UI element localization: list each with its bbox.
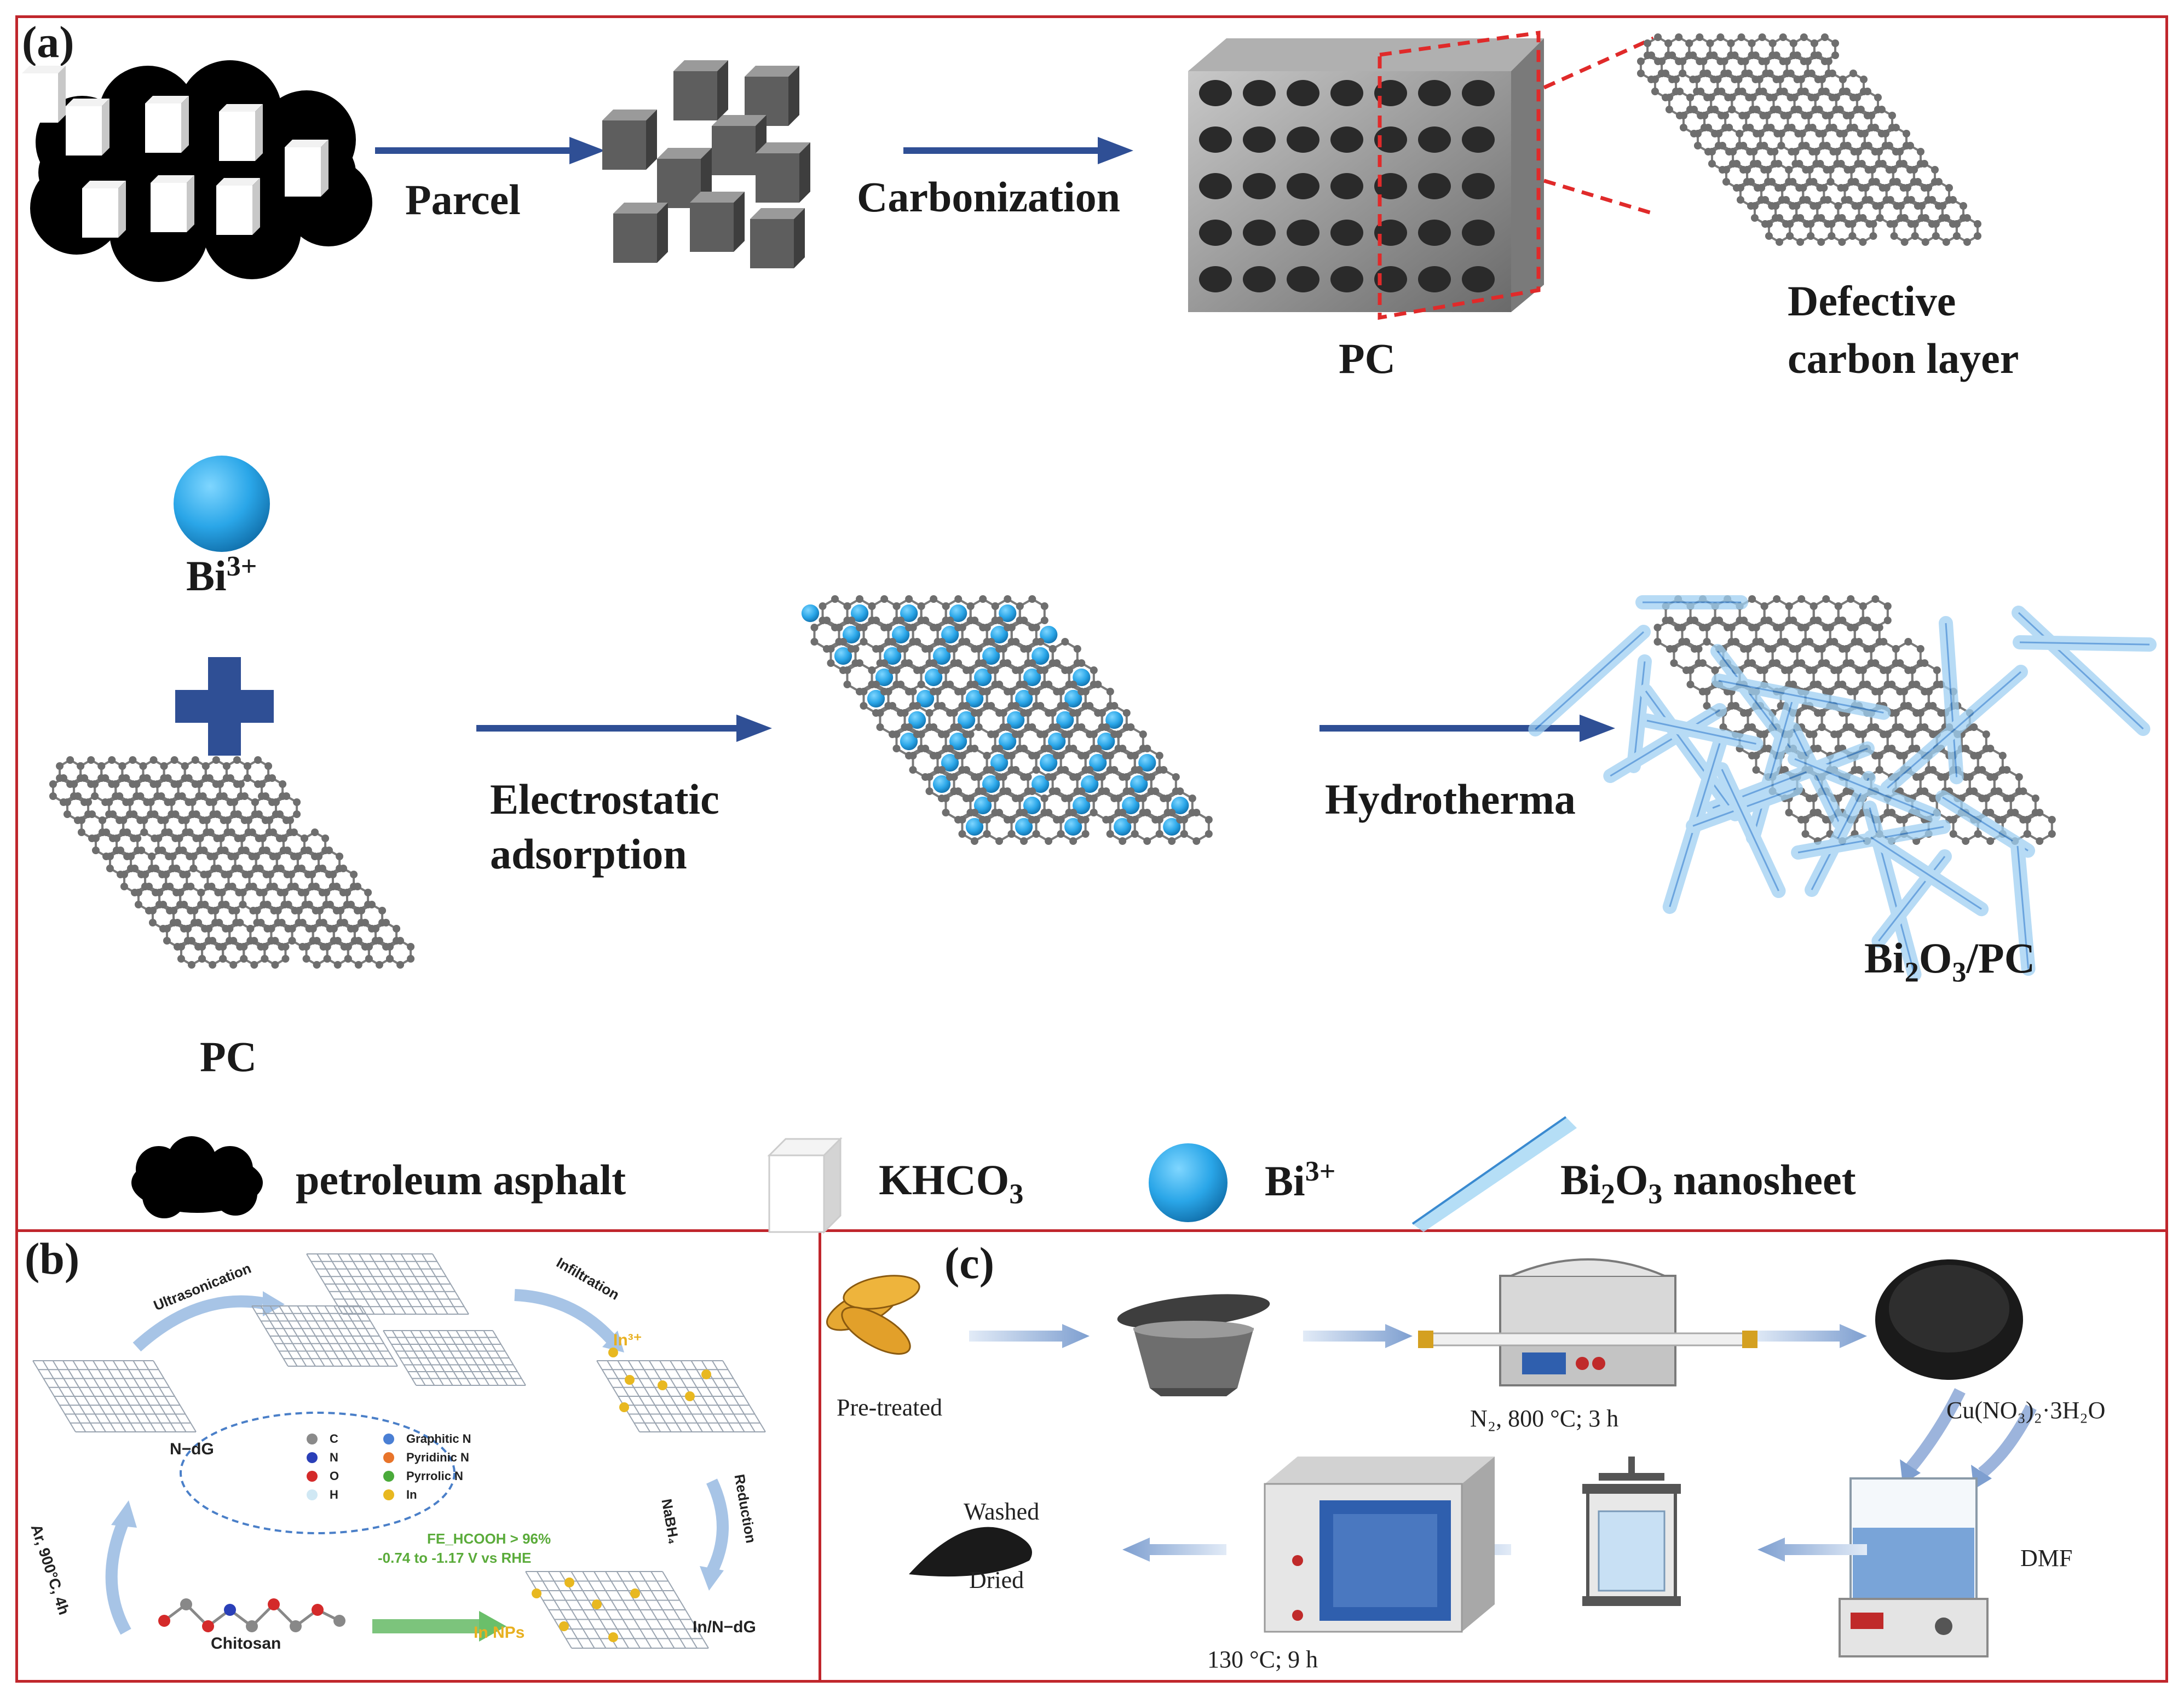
panel-b-graphic (32, 1253, 766, 1649)
oven-condition-label: 130 °C; 9 h (1207, 1646, 1318, 1673)
b-legend-item: Graphitic N (383, 1432, 471, 1446)
hydrotherma-label: Hydrotherma (1325, 775, 1576, 823)
b-legend-item: N (307, 1451, 338, 1465)
ndg-label: N−dG (170, 1440, 214, 1458)
defective-carbon-layer-icon (1636, 33, 1981, 246)
chitosan-label: Chitosan (211, 1634, 281, 1653)
b-legend-dot-icon (307, 1434, 318, 1444)
pc-with-bi-ions-icon (801, 595, 1213, 845)
b-legend-item: H (307, 1488, 338, 1502)
panel-c-graphic (826, 1258, 2037, 1657)
b-legend-dot-icon (307, 1489, 318, 1500)
defective-label-line1: Defective (1788, 277, 1956, 325)
washed-label: Washed (964, 1498, 1040, 1525)
b-legend-item: O (307, 1469, 339, 1483)
dried-label: Dried (969, 1567, 1024, 1593)
arrow-hydrotherma (1319, 715, 1615, 742)
legend-asphalt-label: petroleum asphalt (296, 1156, 626, 1204)
b-legend-item: Pyridinic N (383, 1451, 469, 1465)
carbon-powder-icon (1875, 1259, 2023, 1380)
legend-khco3-label: KHCO3 (879, 1156, 1024, 1210)
legend-bi-ion-label: Bi3+ (1265, 1156, 1336, 1205)
b-legend-dot-icon (383, 1489, 394, 1500)
furnace-condition-label: N₂, 800 °C; 3 h (1470, 1405, 1619, 1432)
bi2o3-pc-label: Bi2O3/PC (1864, 934, 2036, 988)
arrow-electrostatic (476, 715, 772, 742)
autoclave-icon (1582, 1457, 1681, 1606)
panel-c-frame (819, 1229, 2168, 1683)
pc-bottom-label: PC (200, 1033, 257, 1080)
tube-furnace-icon (1418, 1258, 1757, 1386)
pretreated-label: Pre-treated (837, 1394, 942, 1421)
legend-bi-ion-icon (1149, 1143, 1228, 1222)
legend-nanosheet-label: Bi2O3 nanosheet (1560, 1156, 1856, 1210)
panel-a-label: (a) (22, 17, 74, 67)
electrostatic-label-line1: Electrostatic (490, 775, 719, 823)
b-legend-item: In (383, 1488, 417, 1502)
b-legend-dot-icon (383, 1434, 394, 1444)
asphalt-with-khco3-icon (22, 60, 372, 282)
panel-b-label: (b) (25, 1234, 80, 1283)
carbon-cubes-icon (602, 60, 810, 268)
parcel-label: Parcel (405, 176, 521, 223)
porous-carbon-block-icon (1188, 30, 1544, 320)
legend-nanosheet-icon (1411, 1116, 1577, 1232)
mortar-icon (1117, 1294, 1270, 1396)
carbonization-label: Carbonization (857, 173, 1121, 221)
panel-c-label: (c) (944, 1238, 995, 1288)
in-nps-label: In NPs (474, 1624, 525, 1642)
plus-icon (175, 657, 274, 756)
fe-label: FE_HCOOH > 96% (427, 1530, 551, 1547)
in3-label: In³⁺ (613, 1331, 642, 1349)
b-legend-item: Pyrrolic N (383, 1469, 463, 1483)
potential-range-label: -0.74 to -1.17 V vs RHE (378, 1550, 532, 1566)
bi-ion-sphere-icon (174, 456, 270, 552)
arrow-parcel (375, 137, 605, 164)
legend-asphalt-icon (131, 1136, 263, 1218)
zoom-lines (1543, 36, 1655, 216)
bi2o3-pc-icon (1528, 595, 2157, 982)
pc-top-label: PC (1339, 335, 1396, 382)
copper-nitrate-label: Cu(NO₃)₂·3H₂O (1946, 1397, 2106, 1424)
legend-khco3-icon (767, 1137, 843, 1234)
pc-lattice-icon (49, 756, 415, 969)
dmf-label: DMF (2020, 1545, 2073, 1572)
defective-label-line2: carbon layer (1788, 335, 2019, 382)
arrow-carbonization (903, 137, 1133, 164)
b-legend-dot-icon (383, 1452, 394, 1463)
b-legend-dot-icon (307, 1452, 318, 1463)
seeds-icon (826, 1275, 920, 1355)
beaker-stirrer-icon (1839, 1477, 1989, 1657)
b-legend-dot-icon (307, 1471, 318, 1482)
product-powder-icon (909, 1527, 1032, 1577)
b-legend-item: C (307, 1432, 338, 1446)
b-legend-dot-icon (383, 1471, 394, 1482)
in-ndg-label: In/N−dG (693, 1618, 756, 1636)
drying-oven-icon (1264, 1457, 1495, 1633)
electrostatic-label-line2: adsorption (490, 830, 687, 878)
bi-ion-label: Bi3+ (186, 551, 257, 600)
